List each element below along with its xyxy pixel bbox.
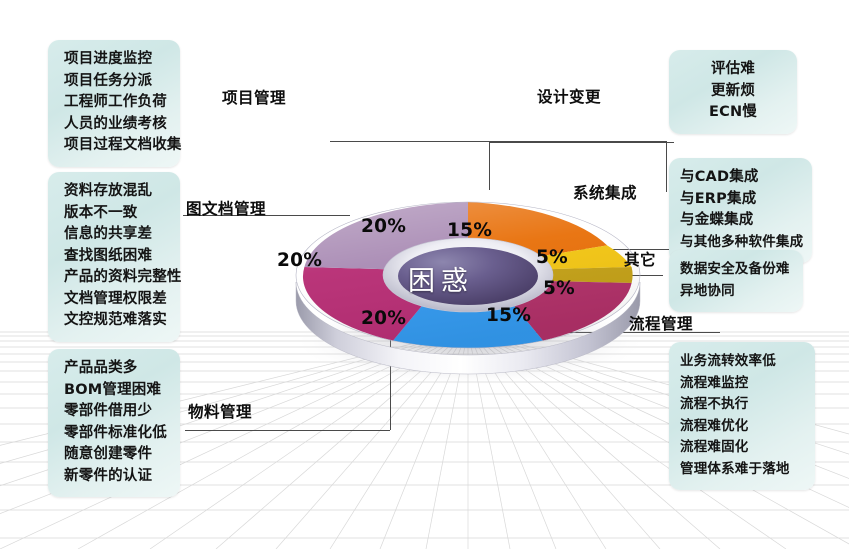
callout-line: 项目过程文档收集 xyxy=(64,137,182,153)
callout-line: 更新烦 xyxy=(710,82,756,99)
callout-design-change: 评估难 更新烦 ECN慢 xyxy=(669,50,797,134)
callout-system-integration: 与CAD集成 与ERP集成 与金蝶集成 与其他多种软件集成 xyxy=(669,158,812,263)
slice-percent-project-management: 20% xyxy=(361,216,407,237)
callout-line: 随意创建零件 xyxy=(64,446,153,462)
callout-line: 流程难优化 xyxy=(680,417,749,434)
callout-line: 产品的资料完整性 xyxy=(64,269,182,285)
callout-line: 信息的共享差 xyxy=(64,226,153,242)
callout-others: 数据安全及备份难 异地协同 xyxy=(669,250,803,312)
callout-line: 与金蝶集成 xyxy=(680,212,754,228)
leader-line-project-management-vertical xyxy=(666,141,667,192)
donut-center-hub xyxy=(398,247,538,305)
callout-line: 数据安全及备份难 xyxy=(680,261,790,277)
leader-line-design-change-horizontal xyxy=(489,142,674,143)
slice-percent-material-management: 20% xyxy=(361,308,407,329)
category-label-material-management: 物料管理 xyxy=(188,403,253,421)
callout-line: BOM管理困难 xyxy=(64,381,162,398)
category-label-process-management: 流程管理 xyxy=(629,315,694,333)
callout-line: 零部件借用少 xyxy=(64,403,153,419)
callout-project-management: 项目进度监控 项目任务分派 工程师工作负荷 人员的业绩考核 项目过程文档收集 xyxy=(48,40,182,167)
callout-line: 工程师工作负荷 xyxy=(64,94,167,110)
callout-line: 版本不一致 xyxy=(64,204,138,221)
callout-document-management: 资料存放混乱 版本不一致 信息的共享差 查找图纸困难 产品的资料完整性 文档管理… xyxy=(48,172,182,342)
leader-line-design-change-vertical xyxy=(489,142,490,190)
slice-percent-process-management: 15% xyxy=(486,305,532,326)
category-label-others: 其它 xyxy=(624,251,657,269)
slice-percent-design-change: 15% xyxy=(447,220,493,241)
slice-percent-document-management: 20% xyxy=(277,250,323,271)
callout-line: ECN慢 xyxy=(709,104,757,120)
callout-line: 零部件标准化低 xyxy=(64,424,167,441)
callout-line: 人员的业绩考核 xyxy=(64,115,167,132)
donut-sheen xyxy=(295,202,640,348)
donut-side-wall xyxy=(295,281,641,375)
callout-line: 与CAD集成 xyxy=(680,169,759,185)
category-label-project-management: 项目管理 xyxy=(222,89,287,107)
callout-line: 查找图纸困难 xyxy=(64,247,153,264)
callout-line: 与ERP集成 xyxy=(680,190,757,207)
callout-line: 业务流转效率低 xyxy=(680,353,776,369)
callout-line: 项目任务分派 xyxy=(64,72,153,89)
donut-center-label: 困惑 xyxy=(408,266,474,297)
callout-line: 产品品类多 xyxy=(64,360,138,376)
donut-chart: 20% 15% 5% 5% 15% 20% 20% 困惑 xyxy=(258,163,678,395)
donut-outer-edge xyxy=(295,201,641,349)
callout-line: 管理体系难于落地 xyxy=(680,460,790,477)
callout-process-management: 业务流转效率低 流程难监控 流程不执行 流程难优化 流程难固化 管理体系难于落地 xyxy=(669,342,815,490)
callout-material-management: 产品品类多 BOM管理困难 零部件借用少 零部件标准化低 随意创建零件 新零件的… xyxy=(48,349,180,497)
callout-line: 流程难固化 xyxy=(680,439,749,455)
donut-chart-svg xyxy=(292,201,648,387)
callout-line: 与其他多种软件集成 xyxy=(680,233,804,250)
category-label-design-change: 设计变更 xyxy=(537,88,602,106)
callout-line: 资料存放混乱 xyxy=(64,183,153,199)
callout-line: 新零件的认证 xyxy=(64,467,153,484)
callout-line: 文档管理权限差 xyxy=(64,290,167,307)
callout-line: 流程难监控 xyxy=(680,374,749,391)
callout-line: 流程不执行 xyxy=(680,396,749,412)
callout-line: 文控规范难落实 xyxy=(64,312,167,328)
leader-line-material-management-horizontal xyxy=(185,430,390,431)
callout-line: 评估难 xyxy=(710,61,756,77)
category-label-system-integration: 系统集成 xyxy=(573,184,638,202)
callout-line: 异地协同 xyxy=(680,282,735,299)
callout-line: 项目进度监控 xyxy=(64,51,153,67)
leader-line-document-management-horizontal xyxy=(183,215,350,216)
leader-line-project-management-horizontal xyxy=(330,141,666,142)
category-label-document-management: 图文档管理 xyxy=(186,200,267,218)
slice-percent-others: 5% xyxy=(543,278,576,299)
leader-line-system-integration-horizontal xyxy=(580,249,682,250)
slice-percent-system-integration: 5% xyxy=(536,247,569,268)
